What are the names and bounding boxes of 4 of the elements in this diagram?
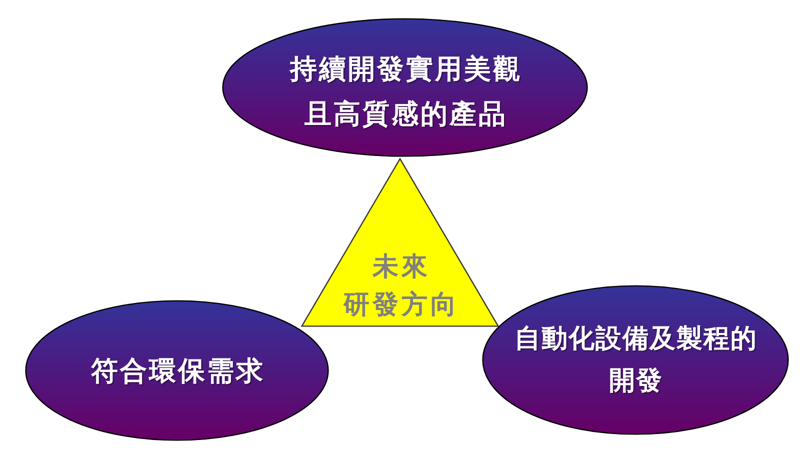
node-label: 符合環保需求: [90, 355, 265, 389]
node-label: 持續開發實用美觀且高質感的產品: [288, 53, 523, 132]
node-label: 未來研發方向: [342, 251, 460, 322]
node-label: 自動化設備及製程的開發: [514, 323, 758, 398]
